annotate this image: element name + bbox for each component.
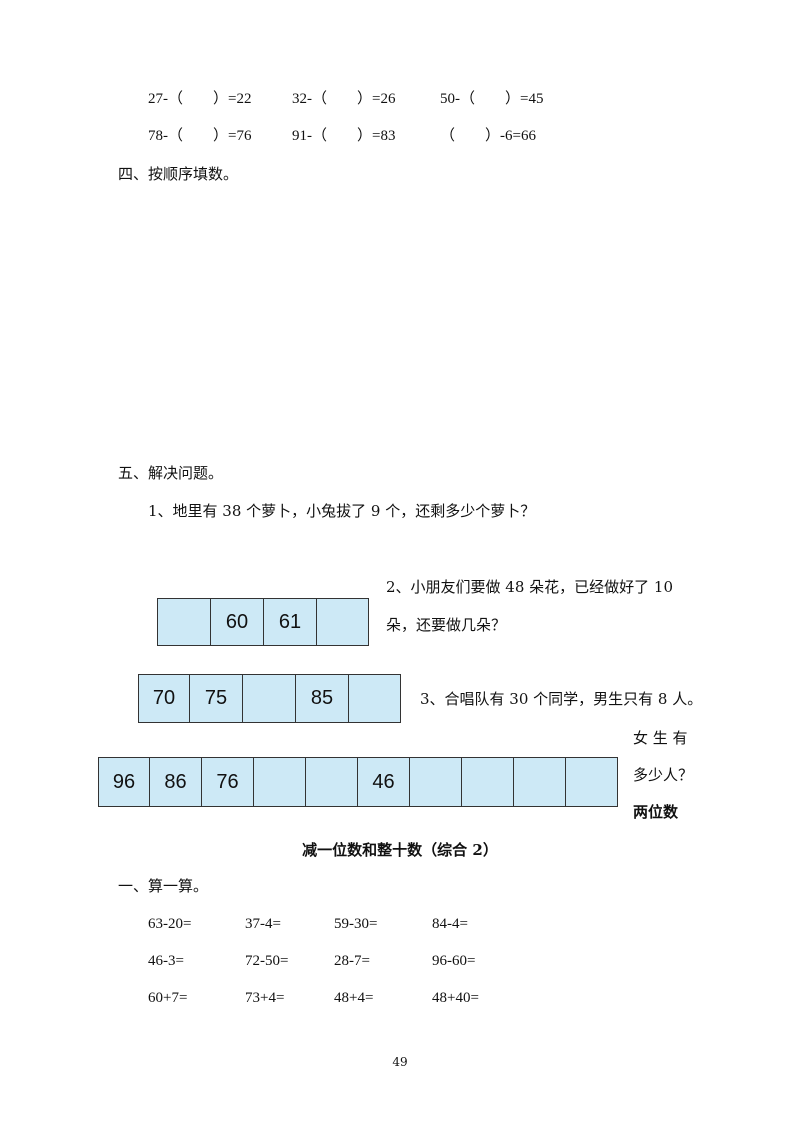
seq-cell-blank[interactable] bbox=[349, 674, 401, 723]
seq-cell-blank[interactable] bbox=[157, 598, 211, 646]
seq-cell: 46 bbox=[358, 757, 410, 807]
seq-cell: 75 bbox=[190, 674, 243, 723]
question-2-line2: 朵，还要做几朵？ bbox=[386, 616, 507, 634]
section4-heading: 四、按顺序填数。 bbox=[118, 165, 239, 183]
calc-item: 84-4= bbox=[432, 916, 468, 932]
question-3-line2: 女 生 有 bbox=[633, 729, 688, 747]
question-3-line1: 3、合唱队有 30 个同学，男生只有 8 人。 bbox=[420, 690, 703, 708]
calc-item: 48+40= bbox=[432, 990, 479, 1006]
seq-cell: 86 bbox=[150, 757, 202, 807]
calc-item: 28-7= bbox=[334, 953, 370, 969]
seq-cell-blank[interactable] bbox=[566, 757, 618, 807]
seq-cell-blank[interactable] bbox=[243, 674, 296, 723]
equation-91: 91-（ ）=83 bbox=[292, 128, 396, 144]
seq-cell: 61 bbox=[264, 598, 317, 646]
question-1: 1、地里有 38 个萝卜，小兔拔了 9 个，还剩多少个萝卜？ bbox=[148, 502, 536, 520]
seq-cell: 76 bbox=[202, 757, 254, 807]
calc-item: 60+7= bbox=[148, 990, 188, 1006]
seq-cell: 85 bbox=[296, 674, 349, 723]
seq-cell-blank[interactable] bbox=[462, 757, 514, 807]
equation-27: 27-（ ）=22 bbox=[148, 91, 252, 107]
section5-heading: 五、解决问题。 bbox=[118, 464, 224, 482]
exercise-title: 减一位数和整十数（综合 2） bbox=[302, 841, 498, 859]
seq-cell-blank[interactable] bbox=[514, 757, 566, 807]
calc-item: 96-60= bbox=[432, 953, 476, 969]
equation-32: 32-（ ）=26 bbox=[292, 91, 396, 107]
calc-item: 59-30= bbox=[334, 916, 378, 932]
equation-50: 50-（ ）=45 bbox=[440, 91, 544, 107]
seq-cell-blank[interactable] bbox=[317, 598, 369, 646]
calc-item: 46-3= bbox=[148, 953, 184, 969]
sequence-row-3: 96 86 76 46 bbox=[98, 757, 618, 807]
calc-item: 48+4= bbox=[334, 990, 374, 1006]
page-number: 49 bbox=[392, 1055, 408, 1069]
seq-cell: 70 bbox=[138, 674, 190, 723]
sequence-row-1: 60 61 bbox=[157, 598, 369, 646]
seq-cell: 96 bbox=[98, 757, 150, 807]
calc-item: 63-20= bbox=[148, 916, 192, 932]
exercise-section1-heading: 一、算一算。 bbox=[118, 877, 209, 895]
sequence-row-2: 70 75 85 bbox=[138, 674, 401, 723]
seq-cell-blank[interactable] bbox=[254, 757, 306, 807]
seq-cell-blank[interactable] bbox=[306, 757, 358, 807]
tail-label: 两位数 bbox=[633, 803, 679, 821]
seq-cell: 60 bbox=[211, 598, 264, 646]
question-3-line3: 多少人？ bbox=[633, 766, 694, 784]
equation-minus6: （ ）-6=66 bbox=[440, 128, 536, 144]
equation-78: 78-（ ）=76 bbox=[148, 128, 252, 144]
calc-item: 37-4= bbox=[245, 916, 281, 932]
calc-item: 72-50= bbox=[245, 953, 289, 969]
seq-cell-blank[interactable] bbox=[410, 757, 462, 807]
calc-item: 73+4= bbox=[245, 990, 285, 1006]
question-2-line1: 2、小朋友们要做 48 朵花，已经做好了 10 bbox=[386, 578, 674, 596]
